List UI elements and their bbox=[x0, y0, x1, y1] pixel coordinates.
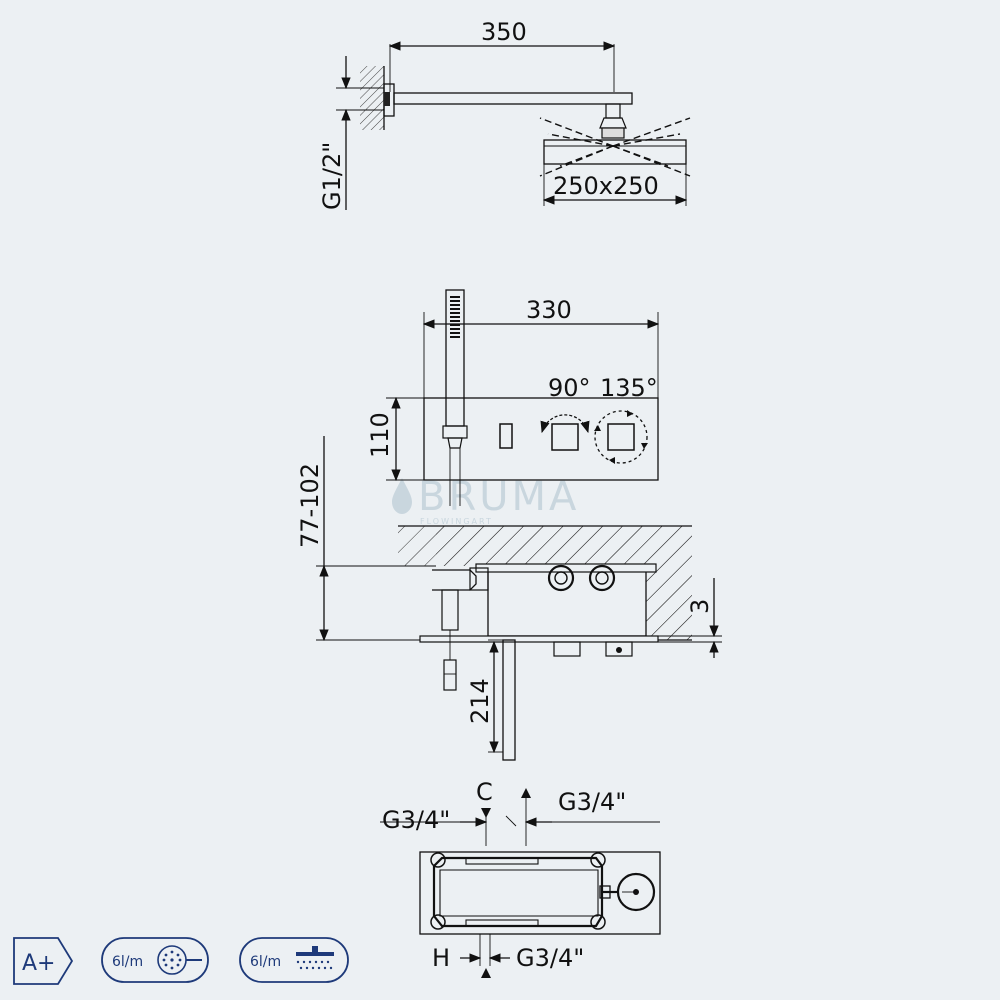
dim-plate-height: 110 bbox=[366, 412, 394, 458]
section-view-box: 77-102 3 214 bbox=[296, 436, 722, 761]
box-plan-body bbox=[432, 856, 604, 928]
badge-head-shower-flow: 6l/m bbox=[239, 937, 349, 983]
head-shower-icon bbox=[296, 946, 334, 970]
knob-135 bbox=[594, 410, 648, 464]
dim-depth-range: 77-102 bbox=[296, 463, 324, 548]
brand-watermark: BRUMA FLOWINGART bbox=[392, 474, 579, 526]
side-outlet-icon bbox=[616, 872, 656, 912]
top-view-shower-head: 350 250x250 G1/2" bbox=[318, 18, 691, 210]
front-view-mixer: 90° 135° 330 110 bbox=[366, 289, 660, 506]
valve-right-icon bbox=[588, 564, 616, 592]
head-flow-label: 6l/m bbox=[250, 954, 281, 970]
connection-top-left-label: G3/4" bbox=[382, 806, 450, 834]
connection-top-right-label: G3/4" bbox=[558, 788, 626, 816]
shower-arm bbox=[393, 92, 633, 105]
watermark-brand: BRUMA bbox=[418, 474, 579, 520]
hand-shower bbox=[445, 289, 465, 427]
box-plan-outline bbox=[419, 851, 661, 935]
hand-flow-label: 6l/m bbox=[112, 954, 143, 970]
dim-drop: 214 bbox=[466, 678, 494, 724]
knob-90 bbox=[540, 414, 590, 451]
badge-energy-class: A+ bbox=[13, 937, 74, 985]
outlet-selector bbox=[499, 423, 513, 449]
drop-pipe bbox=[502, 639, 516, 761]
dim-box-offset: 3 bbox=[686, 599, 714, 614]
bottom-view-connections: C G3/4" G3/4" H G bbox=[380, 778, 661, 978]
dim-arm-length: 350 bbox=[481, 18, 527, 46]
energy-class-label: A+ bbox=[22, 951, 55, 976]
dim-thread: G1/2" bbox=[318, 142, 346, 210]
angle-135-label: 135° bbox=[600, 374, 658, 402]
dim-head-size: 250x250 bbox=[553, 172, 659, 200]
front-plate bbox=[423, 397, 659, 481]
hand-shower-icon bbox=[157, 945, 202, 975]
water-drop-logo-icon bbox=[392, 478, 412, 514]
watermark-subtitle: FLOWINGART bbox=[420, 517, 493, 526]
angle-90-label: 90° bbox=[548, 374, 591, 402]
label-c: C bbox=[476, 778, 493, 806]
label-h: H bbox=[432, 944, 450, 972]
badge-hand-shower-flow: 6l/m bbox=[101, 937, 209, 983]
shower-head bbox=[543, 139, 687, 165]
valve-left-icon bbox=[547, 564, 575, 592]
dim-total-width: 330 bbox=[526, 296, 572, 324]
hose-fitting bbox=[432, 567, 489, 691]
wall-hatch bbox=[360, 66, 384, 130]
connection-bottom-label: G3/4" bbox=[516, 944, 584, 972]
